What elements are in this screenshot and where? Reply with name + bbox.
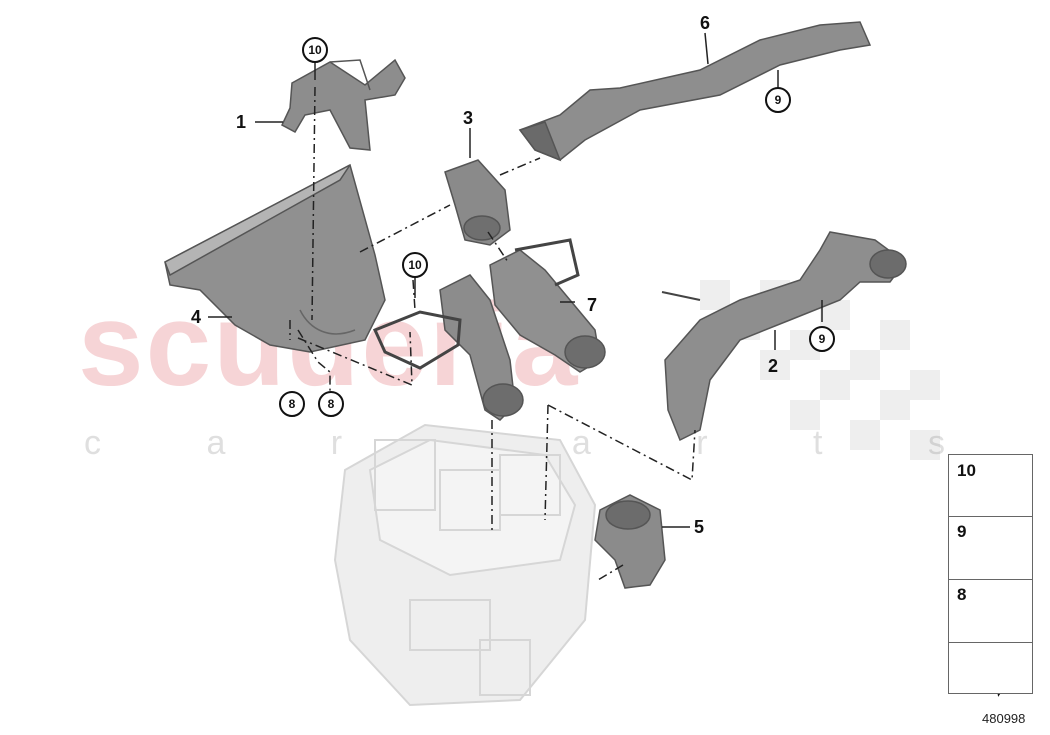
part-3-adapter xyxy=(444,159,511,246)
callout-7: 7 xyxy=(587,295,598,315)
callout-3: 3 xyxy=(463,108,474,128)
diagram-number: 480998 xyxy=(982,711,1026,726)
key-row-10: 10 xyxy=(949,455,1032,517)
hvac-housing-ghost xyxy=(333,423,597,707)
circled-callout-8: 8 xyxy=(279,391,305,417)
key-label-8: 8 xyxy=(957,585,967,604)
circled-callout-10: 10 xyxy=(302,37,328,63)
part-1-bracket xyxy=(281,58,406,151)
part-6-duct xyxy=(518,21,872,162)
callout-1: 1 xyxy=(236,112,247,132)
key-label-9: 9 xyxy=(957,522,967,541)
circled-callout-9: 9 xyxy=(809,326,835,352)
key-row-symbol xyxy=(949,642,1032,693)
key-row-8: 8 xyxy=(949,579,1032,643)
callout-6: 6 xyxy=(700,13,711,33)
part-5-elbow xyxy=(594,494,666,589)
circled-callout-10: 10 xyxy=(402,252,428,278)
part-7-twin-duct xyxy=(372,238,606,421)
key-row-9: 9 xyxy=(949,516,1032,580)
circled-callout-8: 8 xyxy=(318,391,344,417)
key-label-10: 10 xyxy=(957,461,976,480)
callout-5: 5 xyxy=(694,517,705,537)
callout-4: 4 xyxy=(191,307,202,327)
callout-2: 2 xyxy=(768,356,779,376)
circled-callout-9: 9 xyxy=(765,87,791,113)
leader-lines xyxy=(208,32,823,528)
fastener-key-panel: 10 9 8 xyxy=(948,454,1033,694)
part-4-duct xyxy=(164,163,386,353)
assembly-lines xyxy=(289,86,696,581)
part-2-duct xyxy=(661,231,907,442)
